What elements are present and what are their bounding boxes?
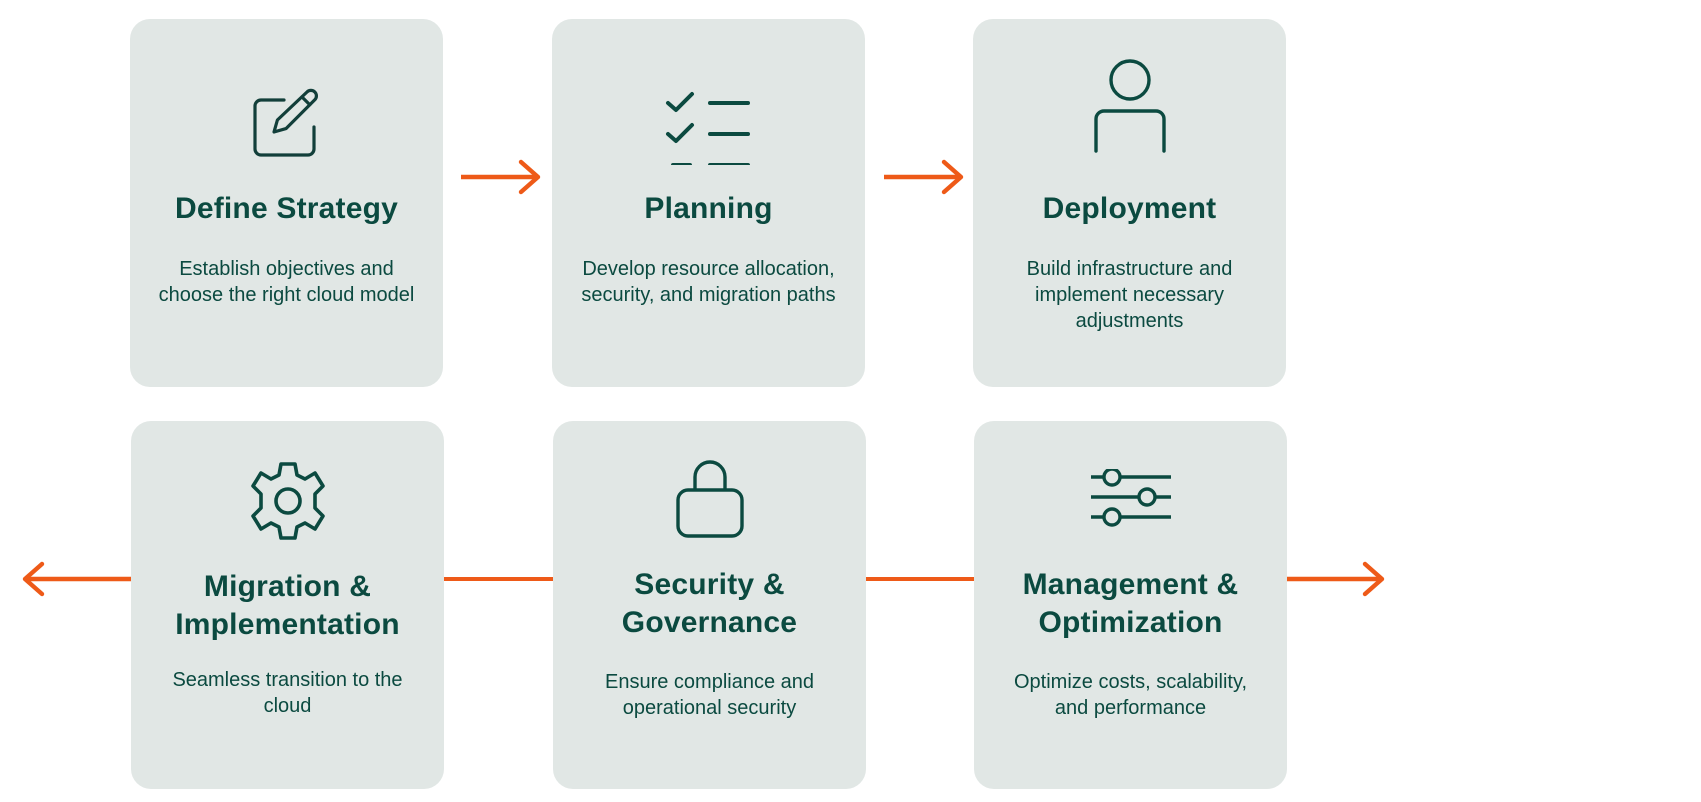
step-title: Planning: [644, 192, 773, 225]
line-connector: [444, 577, 553, 581]
step-title: Define Strategy: [174, 192, 399, 225]
step-card-management: Management & Optimization Optimize costs…: [974, 421, 1287, 789]
step-title: Migration & Implementation: [175, 570, 400, 641]
lock-icon: [675, 458, 745, 540]
arrow-left-connector: [22, 561, 132, 597]
step-title: Security & Governance: [621, 568, 798, 639]
user-icon: [1093, 57, 1167, 153]
step-description: Establish objectives and choose the righ…: [158, 258, 415, 306]
arrow-right-connector: [884, 159, 964, 195]
step-description: Build infrastructure and implement neces…: [1026, 258, 1233, 332]
edit-icon: [249, 85, 325, 161]
gear-icon: [247, 460, 329, 542]
sliders-icon: [1089, 469, 1173, 531]
step-card-deployment: Deployment Build infrastructure and impl…: [973, 19, 1286, 387]
step-description: Develop resource allocation, security, a…: [581, 258, 836, 306]
step-card-migration: Migration & Implementation Seamless tran…: [131, 421, 444, 789]
arrow-right-connector: [461, 159, 541, 195]
step-card-planning: Planning Develop resource allocation, se…: [552, 19, 865, 387]
arrow-right-connector: [1287, 561, 1387, 597]
step-card-define-strategy: Define Strategy Establish objectives and…: [130, 19, 443, 387]
step-title: Deployment: [1042, 192, 1217, 225]
step-description: Seamless transition to the cloud: [172, 669, 403, 717]
step-description: Optimize costs, scalability, and perform…: [1013, 671, 1248, 719]
step-description: Ensure compliance and operational securi…: [604, 671, 814, 719]
step-title: Management & Optimization: [1022, 568, 1239, 639]
step-card-security: Security & Governance Ensure compliance …: [553, 421, 866, 789]
line-connector: [866, 577, 974, 581]
checklist-icon: [665, 89, 753, 165]
